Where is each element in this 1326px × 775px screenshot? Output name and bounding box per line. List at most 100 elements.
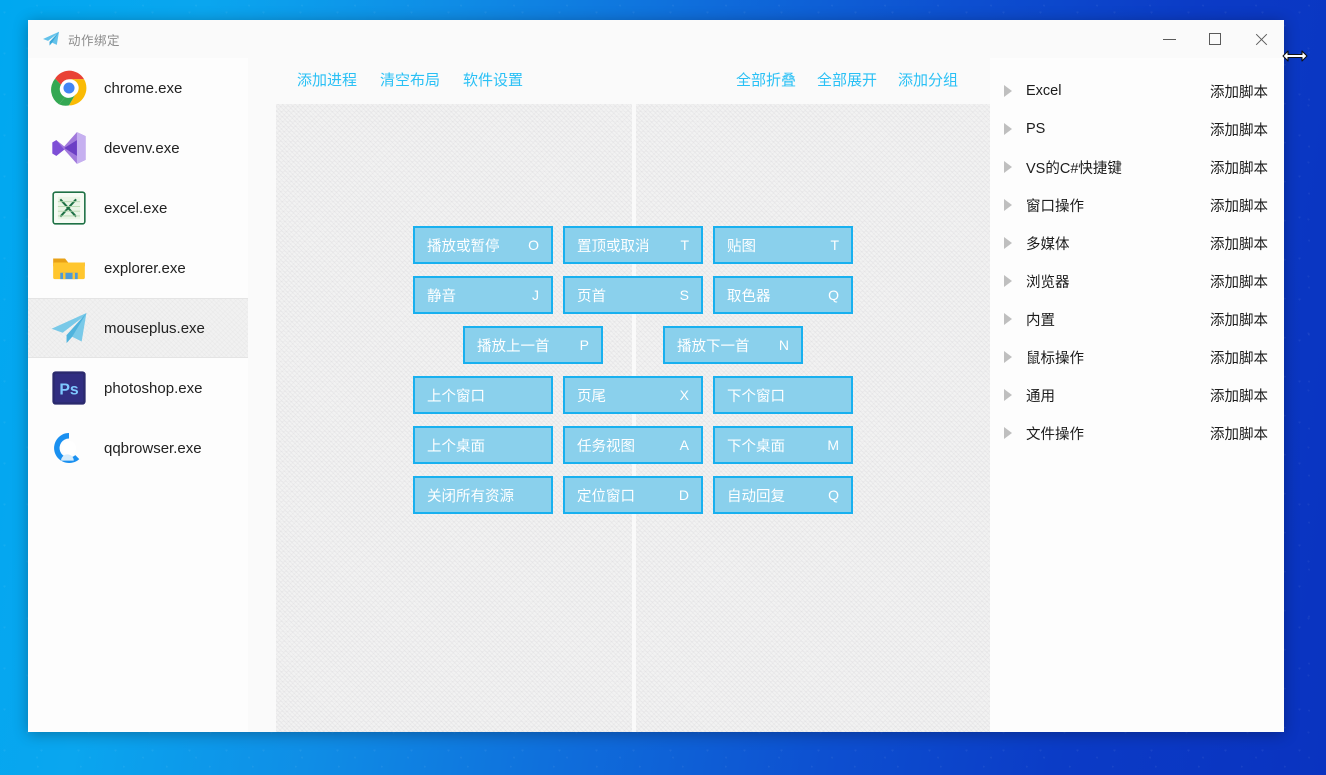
action-button[interactable]: 任务视图 A [563,426,703,464]
add-script-link[interactable]: 添加脚本 [1210,274,1268,291]
add-script-link[interactable]: 添加脚本 [1210,122,1268,139]
action-button[interactable]: 自动回复 Q [713,476,853,514]
sidebar-item-label: explorer.exe [104,259,186,277]
chevron-right-icon[interactable] [1004,427,1012,439]
group-name: 浏览器 [1026,274,1070,291]
chevron-right-icon[interactable] [1004,199,1012,211]
group-row[interactable]: 通用 添加脚本 [990,376,1284,414]
chevron-right-icon[interactable] [1004,275,1012,287]
sidebar-item-qqbrowser[interactable]: qqbrowser.exe [28,418,248,478]
qqbrowser-icon [54,432,80,464]
clear-layout-link[interactable]: 清空布局 [380,72,441,89]
group-name: Excel [1026,83,1062,99]
sidebar-item-devenv[interactable]: devenv.exe [28,118,248,178]
chevron-right-icon[interactable] [1004,313,1012,325]
sidebar-item-label: devenv.exe [104,139,180,157]
excel-icon [52,191,86,225]
sidebar-item-chrome[interactable]: chrome.exe [28,58,248,118]
group-name: 文件操作 [1026,426,1084,443]
layout-panel-right[interactable] [636,104,990,732]
add-script-link[interactable]: 添加脚本 [1210,312,1268,329]
add-script-link[interactable]: 添加脚本 [1210,388,1268,405]
group-name: 鼠标操作 [1026,350,1084,367]
paper-plane-icon [43,31,59,46]
group-name: 窗口操作 [1026,198,1084,215]
group-row[interactable]: Excel 添加脚本 [990,72,1284,110]
title-bar[interactable]: 动作绑定 [28,20,1284,58]
action-button[interactable]: 贴图 T [713,226,853,264]
action-button[interactable]: 播放上一首 P [463,326,603,364]
chevron-right-icon[interactable] [1004,85,1012,97]
sidebar-item-excel[interactable]: excel.exe [28,178,248,238]
chevron-right-icon[interactable] [1004,237,1012,249]
window-controls [1146,20,1284,58]
close-button[interactable] [1238,20,1284,58]
action-button[interactable]: 页首 S [563,276,703,314]
title-bar-left: 动作绑定 [28,30,120,49]
software-settings-link[interactable]: 软件设置 [463,72,524,89]
toolbar: 添加进程 清空布局 软件设置 全部折叠 全部展开 添加分组 [248,58,1284,102]
group-name: 多媒体 [1026,236,1070,253]
chevron-right-icon[interactable] [1004,161,1012,173]
maximize-button[interactable] [1192,20,1238,58]
sidebar-item-label: chrome.exe [104,79,183,97]
add-script-link[interactable]: 添加脚本 [1210,350,1268,367]
action-button[interactable]: 上个桌面 [413,426,553,464]
sidebar-item-label: qqbrowser.exe [104,439,202,457]
chevron-right-icon[interactable] [1004,389,1012,401]
sidebar-item-photoshop[interactable]: Ps photoshop.exe [28,358,248,418]
sidebar-item-label: photoshop.exe [104,379,203,397]
minimize-button[interactable] [1146,20,1192,58]
group-row[interactable]: VS的C#快捷键 添加脚本 [990,148,1284,186]
group-name: 内置 [1026,312,1055,329]
action-button[interactable]: 静音 J [413,276,553,314]
action-button[interactable]: 定位窗口 D [563,476,703,514]
sidebar-item-label: mouseplus.exe [104,319,205,337]
action-button[interactable]: 关闭所有资源 [413,476,553,514]
add-process-link[interactable]: 添加进程 [297,72,358,89]
visualstudio-icon [52,132,86,164]
collapse-all-link[interactable]: 全部折叠 [736,72,797,89]
add-script-link[interactable]: 添加脚本 [1210,236,1268,253]
group-row[interactable]: 鼠标操作 添加脚本 [990,338,1284,376]
add-script-link[interactable]: 添加脚本 [1210,198,1268,215]
action-button[interactable]: 取色器 Q [713,276,853,314]
window-title: 动作绑定 [68,33,121,48]
group-row[interactable]: 文件操作 添加脚本 [990,414,1284,452]
sidebar-item-mouseplus[interactable]: mouseplus.exe [28,298,248,358]
add-script-link[interactable]: 添加脚本 [1210,160,1268,177]
paper-plane-icon [51,312,87,344]
action-button[interactable]: 上个窗口 [413,376,553,414]
process-sidebar: chrome.exe devenv.exe excel.exe [28,58,248,732]
action-button[interactable]: 播放或暂停 O [413,226,553,264]
group-row[interactable]: 内置 添加脚本 [990,300,1284,338]
add-script-link[interactable]: 添加脚本 [1210,426,1268,443]
layout-panel-left[interactable] [276,104,632,732]
maximize-icon [1209,33,1221,45]
close-icon [1255,33,1268,46]
svg-text:Ps: Ps [59,381,79,398]
add-script-link[interactable]: 添加脚本 [1210,84,1268,101]
action-button[interactable]: 下个窗口 [713,376,853,414]
resize-horizontal-cursor [1282,50,1308,62]
group-name: PS [1026,121,1046,137]
folder-icon [53,258,85,280]
expand-all-link[interactable]: 全部展开 [817,72,878,89]
action-button[interactable]: 播放下一首 N [663,326,803,364]
group-name: 通用 [1026,388,1055,405]
chevron-right-icon[interactable] [1004,351,1012,363]
action-button[interactable]: 页尾 X [563,376,703,414]
add-group-link[interactable]: 添加分组 [898,72,959,89]
layout-canvas: 播放或暂停 O 置顶或取消 T 贴图 T 静音 J 页首 S 取色器 Q 播放上… [276,104,990,732]
sidebar-item-explorer[interactable]: explorer.exe [28,238,248,298]
group-name: VS的C#快捷键 [1026,160,1122,177]
group-row[interactable]: PS 添加脚本 [990,110,1284,148]
group-row[interactable]: 多媒体 添加脚本 [990,224,1284,262]
group-row[interactable]: 浏览器 添加脚本 [990,262,1284,300]
action-button[interactable]: 下个桌面 M [713,426,853,464]
action-button[interactable]: 置顶或取消 T [563,226,703,264]
group-row[interactable]: 窗口操作 添加脚本 [990,186,1284,224]
group-panel: Excel 添加脚本 PS 添加脚本 VS的C#快捷键 添加脚本 窗口操作 添加… [990,58,1284,732]
chevron-right-icon[interactable] [1004,123,1012,135]
chrome-icon [51,70,87,106]
